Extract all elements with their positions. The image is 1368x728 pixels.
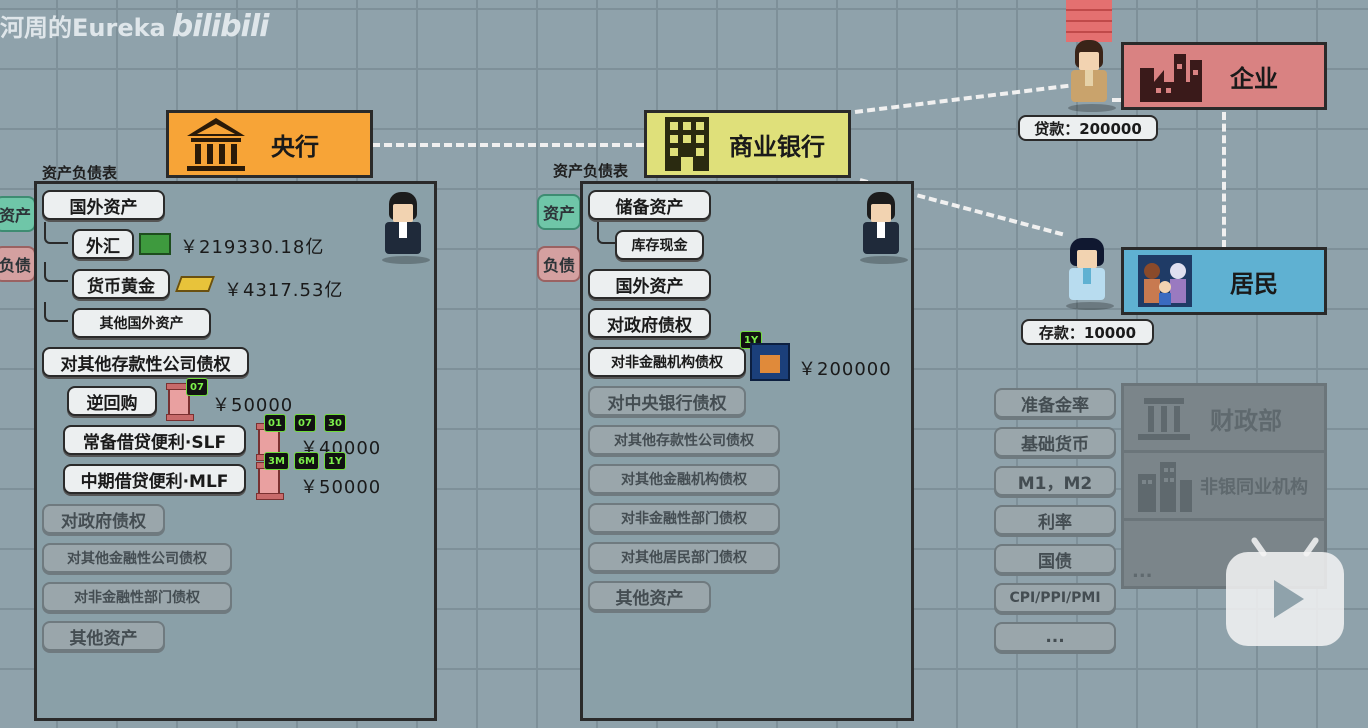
brick-stack-icon [1066, 0, 1112, 42]
cb-slf[interactable]: 常备借贷便利·SLF [63, 425, 246, 455]
asset-tab-mid[interactable]: 资产 [537, 194, 581, 230]
bilibili-tv-logo-icon [1226, 536, 1344, 646]
term-badge: 1Y [324, 452, 347, 470]
link-commercial-enterprise [854, 83, 1069, 114]
term-badge: 07 [294, 414, 316, 432]
term-badge: 30 [324, 414, 346, 432]
enterprise-entity[interactable]: 企业 [1121, 42, 1327, 110]
bk-reserve-assets[interactable]: 储备资产 [588, 190, 711, 220]
bk-foreign-assets[interactable]: 国外资产 [588, 269, 711, 299]
central-bank-entity[interactable]: 央行 [166, 110, 373, 178]
city-buildings-icon [1138, 461, 1192, 512]
deposit-tag: 存款：10000 [1021, 319, 1154, 345]
bank-building-icon [187, 118, 245, 171]
cb-claims-gov[interactable]: 对政府债权 [42, 504, 165, 534]
tree-connector [44, 222, 68, 244]
forex-amount: ￥219330.18亿 [180, 237, 325, 258]
non-bank-label: 非银同业机构 [1200, 476, 1308, 498]
resident-avatar [1066, 238, 1114, 310]
asset-tab-left[interactable]: 资产 [0, 196, 36, 232]
commercial-bank-label: 商业银行 [729, 132, 825, 161]
bk-cash[interactable]: 库存现金 [615, 230, 704, 260]
residents-label: 居民 [1230, 269, 1278, 298]
liability-tab-left[interactable]: 负债 [0, 246, 36, 282]
cb-foreign-assets[interactable]: 国外资产 [42, 190, 165, 220]
family-icon [1138, 255, 1192, 307]
commercial-bank-manager-avatar [860, 192, 908, 264]
liability-tab-mid[interactable]: 负债 [537, 246, 581, 282]
bk-claims-other-fin[interactable]: 对其他金融机构债权 [588, 464, 780, 494]
watermark-author: 河周的Eureka [0, 14, 166, 42]
non-bank-entity[interactable]: 非银同业机构 [1121, 453, 1327, 521]
enterprise-label: 企业 [1230, 64, 1278, 93]
indicator-base-money[interactable]: 基础货币 [994, 427, 1116, 457]
bk-claims-nonfin-inst[interactable]: 对非金融机构债权 [588, 347, 746, 377]
factory-icon [1140, 54, 1202, 102]
nonfin-inst-amount: ￥200000 [798, 359, 892, 380]
cb-other-foreign[interactable]: 其他国外资产 [72, 308, 211, 338]
cb-claims-other-fin[interactable]: 对其他金融性公司债权 [42, 543, 232, 573]
term-badge: 3M [264, 452, 289, 470]
gold-bar-icon [175, 276, 215, 292]
mlf-amount: ￥50000 [300, 477, 382, 498]
office-building-icon [665, 117, 709, 171]
indicator-more[interactable]: ... [994, 622, 1116, 652]
cb-other-assets[interactable]: 其他资产 [42, 621, 165, 651]
indicator-m1-m2[interactable]: M1，M2 [994, 466, 1116, 496]
slf-amount: ￥40000 [300, 438, 382, 459]
tree-connector [44, 262, 68, 282]
finance-ministry-entity[interactable]: 财政部 [1121, 383, 1327, 453]
bk-claims-deposit-corps[interactable]: 对其他存款性公司债权 [588, 425, 780, 455]
link-enterprise-residents [1112, 98, 1122, 102]
central-bank-label: 央行 [271, 132, 319, 161]
term-badge: 6M [294, 452, 319, 470]
central-bank-governor-avatar [382, 192, 430, 264]
commercial-bank-entity[interactable]: 商业银行 [644, 110, 851, 178]
central-bank-sheet-title: 资产负债表 [42, 164, 118, 182]
link-central-commercial [372, 143, 644, 147]
house-icon [750, 343, 790, 381]
indicator-reserve-ratio[interactable]: 准备金率 [994, 388, 1116, 418]
residents-entity[interactable]: 居民 [1121, 247, 1327, 315]
enterprise-avatar [1068, 40, 1116, 112]
indicator-interest-rate[interactable]: 利率 [994, 505, 1116, 535]
bk-claims-central-bank[interactable]: 对中央银行债权 [588, 386, 746, 416]
link-enterprise-residents-v [1222, 112, 1226, 248]
commercial-bank-sheet-title: 资产负债表 [553, 162, 629, 180]
bk-other-assets[interactable]: 其他资产 [588, 581, 711, 611]
loan-tag: 贷款：200000 [1018, 115, 1158, 141]
bk-claims-nonfin-sector[interactable]: 对非金融性部门债权 [588, 503, 780, 533]
cb-claims-deposit-corps[interactable]: 对其他存款性公司债权 [42, 347, 249, 377]
cb-reverse-repo[interactable]: 逆回购 [67, 386, 157, 416]
more-entities-label: ... [1132, 561, 1153, 582]
cb-gold[interactable]: 货币黄金 [72, 269, 170, 299]
cb-forex[interactable]: 外汇 [72, 229, 134, 259]
bk-claims-resident[interactable]: 对其他居民部门债权 [588, 542, 780, 572]
term-badge: 01 [264, 414, 286, 432]
bilibili-logo: bilibili [171, 9, 270, 44]
gold-amount: ￥4317.53亿 [224, 280, 344, 301]
indicator-cpi-ppi-pmi[interactable]: CPI/PPI/PMI [994, 583, 1116, 613]
term-badge: 07 [186, 378, 208, 396]
cb-mlf[interactable]: 中期借贷便利·MLF [63, 464, 246, 494]
reverse-repo-amount: ￥50000 [212, 395, 294, 416]
tree-connector [44, 302, 68, 322]
banknote-icon [139, 233, 171, 255]
cb-claims-nonfin[interactable]: 对非金融性部门债权 [42, 582, 232, 612]
finance-ministry-label: 财政部 [1210, 406, 1282, 435]
bk-claims-gov[interactable]: 对政府债权 [588, 308, 711, 338]
tree-connector [597, 222, 617, 244]
indicator-treasury[interactable]: 国债 [994, 544, 1116, 574]
government-building-icon [1138, 398, 1190, 440]
